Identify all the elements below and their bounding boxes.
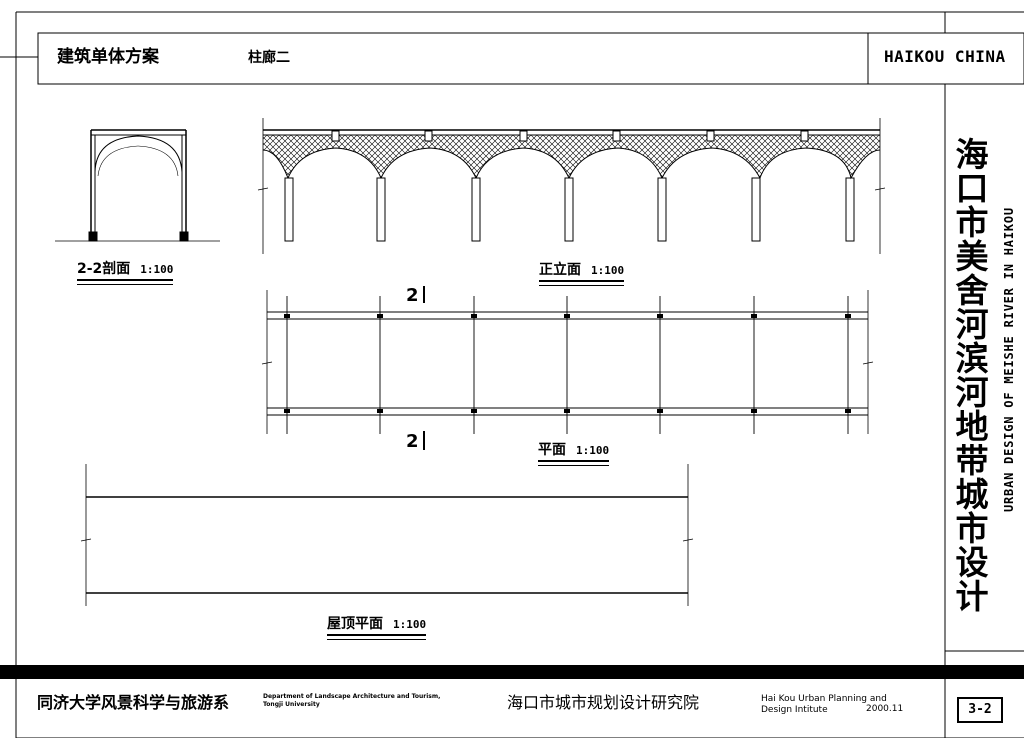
project-title-cn: 海口市美舍河滨河地带城市设计 [955,135,989,616]
department-en: Department of Landscape Architecture and… [263,693,440,709]
project-title-en: URBAN DESIGN OF MEISHE RIVER IN HAIKOU [1002,207,1016,512]
drawing-category-title: 建筑单体方案 [57,47,159,67]
section-name: 2-2剖面 [77,261,131,277]
roof-plan-drawing [80,464,694,606]
footer-band [0,665,1024,738]
elevation-scale: 1:100 [591,264,625,277]
plan-drawing [261,286,874,450]
section-marker-top: 2 [406,285,419,306]
section-marker-bottom: 2 [406,431,419,452]
plan-scale: 1:100 [576,444,610,457]
plan-name: 平面 [538,442,566,458]
sheet-number: 3-2 [957,697,1003,723]
elevation-caption: 正立面 1:100 [539,262,625,286]
institute-name-cn: 海口市城市规划设计研究院 [507,693,700,712]
sheet-frame [0,11,1024,738]
department-en-line1: Department of Landscape Architecture and… [263,693,441,700]
section-scale: 1:100 [140,263,174,276]
institute-en-line1: Hai Kou Urban Planning and [761,694,887,704]
front-elevation-drawing [257,118,886,254]
roof-plan-caption: 屋顶平面 1:100 [327,616,427,640]
institute-en-line2: Design Intitute [761,705,828,715]
university-name: 同济大学风景科学与旅游系 [37,693,230,712]
section-2-2-drawing [55,129,220,242]
drawing-subject-title: 柱廊二 [248,50,290,66]
city-label: HAIKOU CHINA [884,47,1006,66]
plan-caption: 平面 1:100 [538,442,610,466]
section-caption: 2-2剖面 1:100 [77,261,174,285]
roof-plan-name: 屋顶平面 [327,616,383,632]
drawing-date: 2000.11 [866,704,904,714]
department-en-line2: Tongji University [263,701,320,708]
roof-plan-scale: 1:100 [393,618,427,631]
elevation-name: 正立面 [539,262,581,278]
